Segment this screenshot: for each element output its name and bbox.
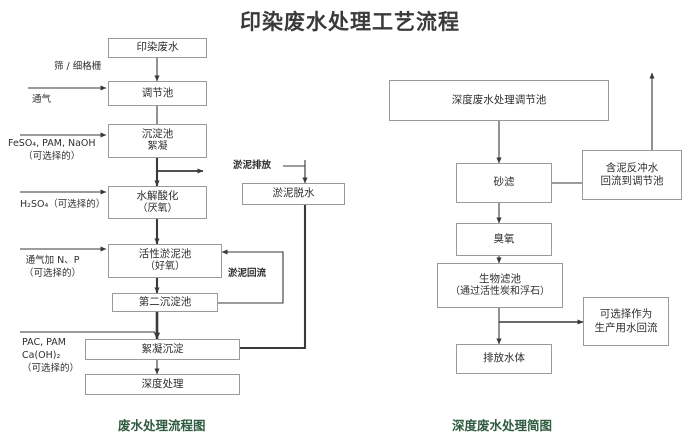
box-sedimentation-tank[interactable]: 沉淀池 絮凝 (108, 124, 207, 158)
box-advanced-equalization-tank[interactable]: 深度废水处理调节池 (389, 80, 609, 121)
label-text: 筛 / 细格栅 (54, 61, 102, 72)
box-label: 砂滤 (493, 176, 515, 189)
label-text: FeSO₄, PAM, NaOH (8, 138, 96, 149)
box-label: 含泥反冲水 (605, 161, 659, 174)
page-title: 印染废水处理工艺流程 (240, 10, 460, 34)
label-sludge-return: 淤泥回流 (228, 268, 266, 281)
label-text: 通气 (32, 94, 52, 105)
label-text: 通气加 N、P (25, 255, 80, 266)
box-sublabel: （通过活性炭和浮石） (450, 285, 550, 297)
box-label: 生物滤池 (479, 272, 521, 285)
label-subtext2: （可选择的） (22, 362, 80, 374)
box-label: 臭氧 (493, 232, 515, 245)
label-aeration: 通气 (32, 94, 51, 107)
label-text: 淤泥回流 (228, 268, 267, 279)
label-text: PAC, PAM (22, 337, 66, 348)
box-label: 排放水体 (483, 352, 525, 365)
box-discharge-water[interactable]: 排放水体 (456, 344, 552, 374)
label-subtext: （可选择的） (24, 267, 82, 279)
label-text: 淤泥排放 (233, 160, 272, 171)
label-screen-grid: 筛 / 细格栅 (54, 61, 101, 74)
box-label: 活性淤泥池 (138, 248, 192, 261)
box-label: 第二沉淀池 (138, 295, 192, 308)
box-second-sedimentation-tank[interactable]: 第二沉淀池 (112, 293, 218, 312)
box-label: 沉淀池 (141, 128, 174, 141)
label-subtext: （可选择的） (23, 150, 81, 162)
label-feso4-pam-naoh: FeSO₄, PAM, NaOH （可选择的） (8, 138, 96, 164)
caption-left-diagram: 废水处理流程图 (118, 418, 206, 433)
box-sludge-dewatering[interactable]: 淤泥脱水 (242, 183, 345, 205)
label-text: H₂SO₄（可选择的） (20, 199, 106, 210)
label-subtext: Ca(OH)₂ (22, 349, 61, 361)
label-aeration-n-p: 通气加 N、P （可选择的） (24, 255, 81, 281)
caption-right-diagram: 深度废水处理简图 (452, 418, 553, 433)
box-label: 可选择作为 (599, 308, 653, 321)
box-label: 淤泥脱水 (272, 187, 315, 200)
box-sand-filter[interactable]: 砂滤 (456, 163, 552, 203)
box-activated-sludge-tank[interactable]: 活性淤泥池 （好氧） (108, 244, 222, 278)
box-ozone[interactable]: 臭氧 (456, 223, 552, 256)
box-sublabel: 絮凝 (147, 141, 168, 153)
box-coagulation-sedimentation[interactable]: 絮凝沉淀 (85, 339, 240, 360)
box-hydrolysis-acidification[interactable]: 水解酸化 （厌氧） (108, 186, 207, 219)
box-label: 水解酸化 (136, 189, 179, 202)
box-label: 印染废水 (136, 41, 179, 54)
box-sublabel: （厌氧） (137, 202, 178, 214)
label-sludge-discharge: 淤泥排放 (233, 160, 271, 173)
box-label: 调节池 (141, 86, 174, 99)
label-pac-pam-caoh2: PAC, PAM Ca(OH)₂ （可选择的） (22, 337, 79, 375)
label-h2so4: H₂SO₄（可选择的） (20, 199, 105, 212)
box-advanced-treatment[interactable]: 深度处理 (85, 374, 240, 395)
box-label: 深度废水处理调节池 (451, 93, 547, 106)
box-production-reuse[interactable]: 可选择作为 生产用水回流 (583, 297, 669, 346)
box-label: 絮凝沉淀 (141, 342, 184, 355)
box-backwash-return[interactable]: 含泥反冲水 回流到调节池 (582, 150, 682, 200)
box-biofilter[interactable]: 生物滤池 （通过活性炭和浮石） (437, 263, 563, 308)
box-dyeing-wastewater[interactable]: 印染废水 (108, 38, 207, 58)
box-sublabel: 生产用水回流 (594, 321, 658, 334)
box-label: 深度处理 (141, 377, 184, 390)
box-equalization-tank[interactable]: 调节池 (108, 81, 207, 106)
box-sublabel: 回流到调节池 (600, 175, 664, 187)
box-sublabel: （好氧） (145, 261, 185, 273)
